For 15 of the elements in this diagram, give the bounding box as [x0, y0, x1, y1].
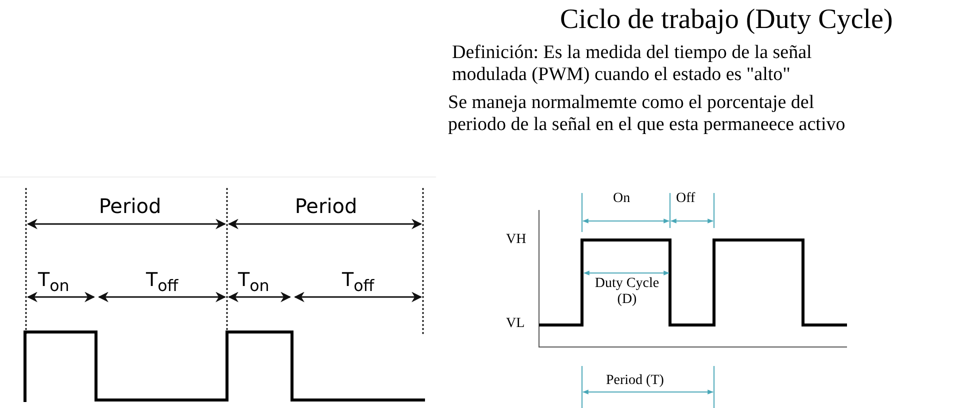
t-on-label: T$_{on}$: [38, 270, 70, 295]
off-label: Off: [676, 191, 696, 208]
t-off-label: T$_{off}$: [342, 270, 374, 295]
title: Ciclo de trabajo (Duty Cycle): [560, 4, 893, 36]
period-label: Period: [98, 195, 162, 218]
period-label: Period: [294, 195, 358, 218]
on-label: On: [613, 191, 630, 208]
description-text: Se maneja normalmemte como el porcentaje del periodo de la señal en el que esta permaneece activo: [448, 92, 846, 136]
t-on-label: T$_{on}$: [238, 270, 270, 295]
duty-cycle-label: Duty Cycle (D): [594, 276, 660, 308]
vh-label: VH: [506, 232, 526, 248]
t-off-label: T$_{off}$: [146, 270, 178, 295]
vl-label: VL: [506, 316, 525, 332]
period-t-label: Period (T): [606, 373, 664, 390]
definition-text: Definición: Es la medida del tiempo de la señal modulada (PWM) cuando el estado es "alto": [452, 42, 812, 86]
